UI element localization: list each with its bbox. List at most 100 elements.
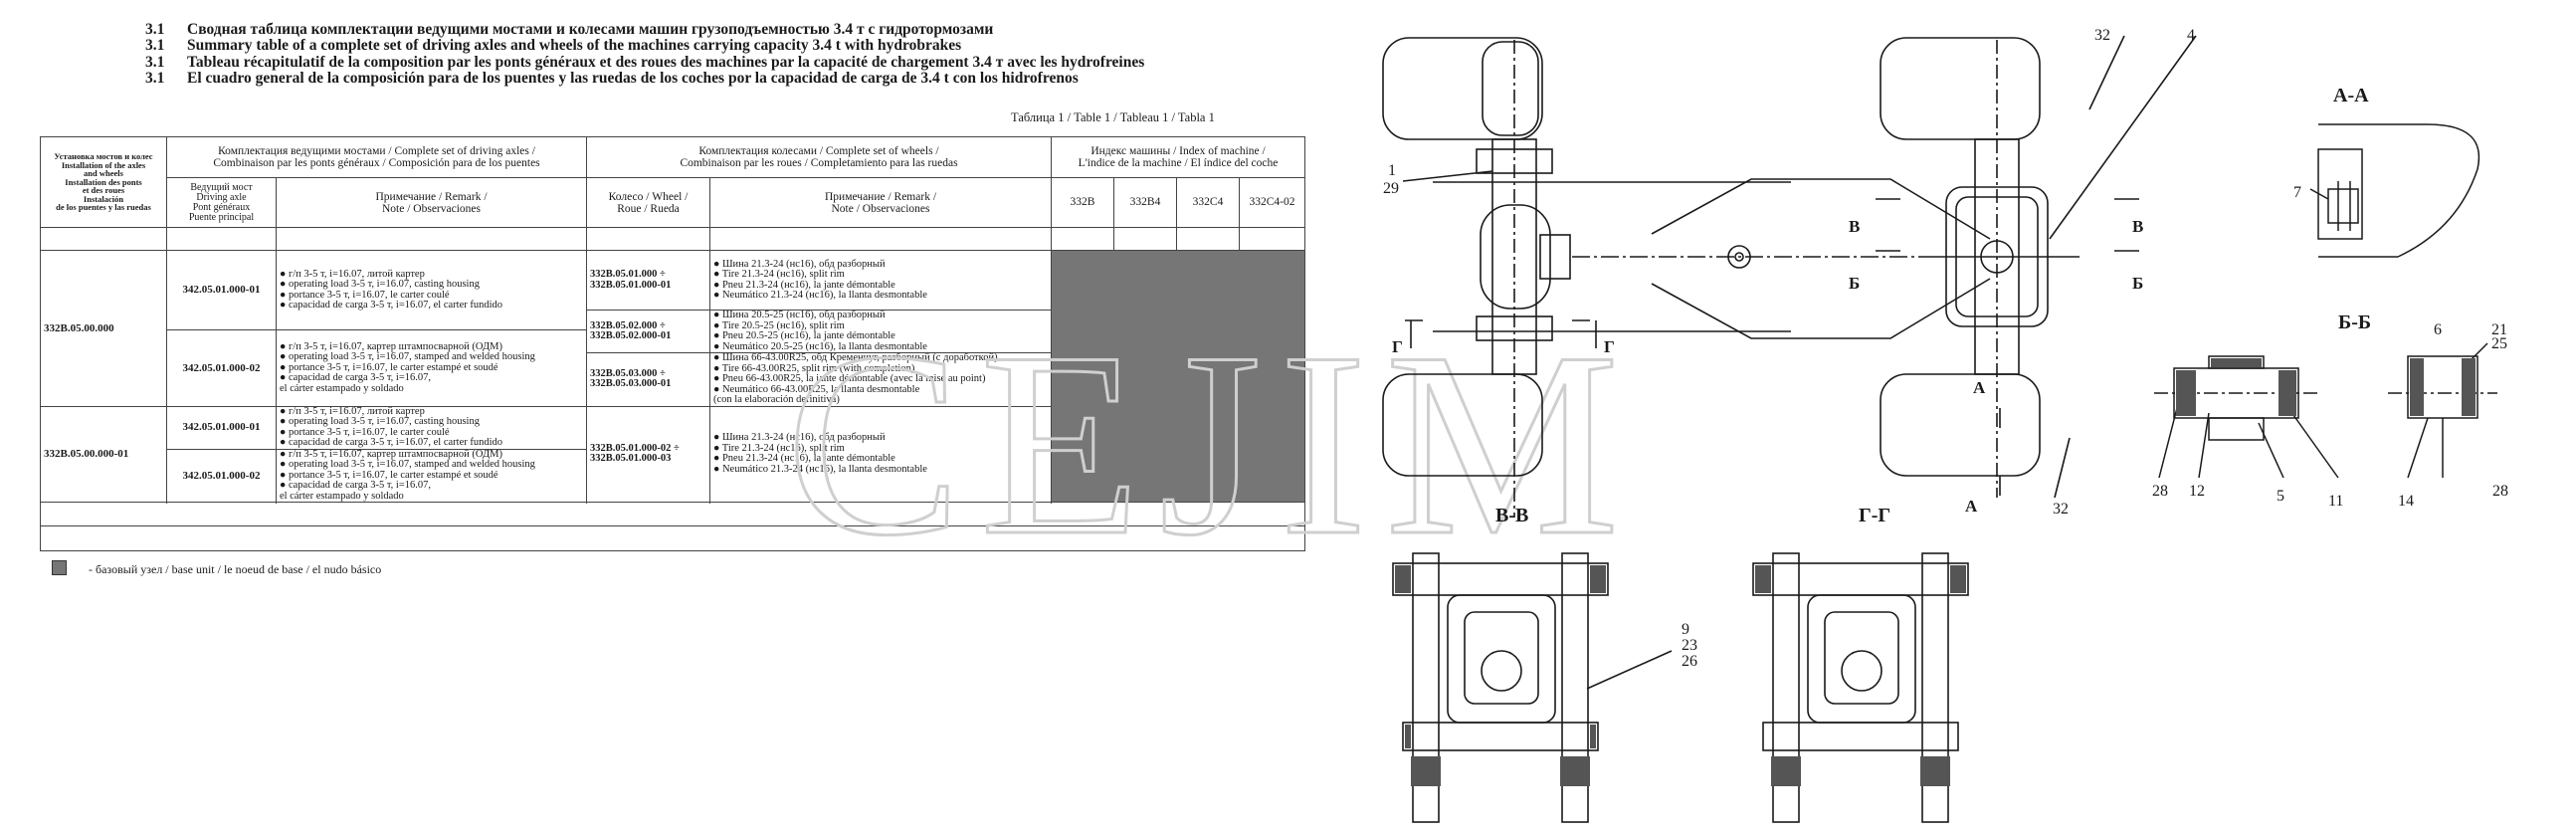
note-line: ● Шина 21.3-24 (нс16), обд разборный	[713, 432, 886, 444]
note-line: ● operating load 3-5 т, i=16.07, stamped…	[280, 351, 535, 362]
wheel-code: 332B.05.01.000-02 ÷ 332B.05.01.000-03	[586, 405, 710, 503]
note-line: ● г/п 3-5 т, i=16.07, литой картер	[280, 268, 425, 280]
hdr-line: Instalación	[83, 193, 124, 204]
header-row-2: Ведущий мост Driving axle Pont généraux …	[41, 177, 1306, 228]
note-line: ● portance 3-5 т, i=16.07, le carter est…	[280, 361, 498, 373]
callout: 1	[1388, 162, 1396, 179]
machine-332b: 332B	[1051, 177, 1115, 228]
callout: 5	[2277, 488, 2284, 505]
composition-table: Установка мостов и колес Installation of…	[39, 136, 1306, 551]
hatch	[2211, 358, 2262, 367]
callout: 29	[1383, 180, 1399, 197]
plate-bottom	[1402, 722, 1599, 751]
callout: 21	[2491, 321, 2507, 338]
callout: 32	[2053, 501, 2069, 518]
table-row: 342.05.01.000-02 ● г/п 3-5 т, i=16.07, к…	[41, 448, 1305, 503]
wheel-note: ● Шина 21.3-24 (нс16), обд разборный ● T…	[708, 250, 1053, 311]
table-row: 332B.05.00.000 342.05.01.000-01 ● г/п 3-…	[40, 250, 1306, 503]
callout: 6	[2434, 321, 2442, 338]
callout: 12	[2189, 483, 2205, 500]
note-line: ● Neumático 20.5-25 (нс16), la llanta de…	[713, 340, 927, 352]
tire-top-right	[1880, 37, 2041, 140]
hdr-line: L'indice de la machine / El índice del c…	[1078, 157, 1279, 169]
note-line: ● Neumático 21.3-24 (нс16), la llanta de…	[713, 463, 927, 475]
wheel-note: ● Шина 21.3-24 (нс16), обд разборный ● T…	[708, 405, 1053, 503]
note-line: ● portance 3-5 т, i=16.07, le carter est…	[280, 469, 498, 481]
axle-note: ● г/п 3-5 т, i=16.07, литой картер ● ope…	[276, 405, 587, 450]
hatch	[2410, 358, 2424, 416]
callout: 23	[1682, 637, 1697, 654]
note-line: ● Tire 21.3-24 (нс16), split rim	[713, 442, 845, 454]
tire-bottom-right	[1880, 373, 2041, 477]
drawing-labels: А-А Б-Б В-В Г-Г Г Г В В Б Б А А	[1392, 85, 2371, 526]
tire-bottom-left	[1382, 373, 1543, 477]
label-v-v: В-В	[1495, 505, 1528, 526]
stud-left	[1772, 552, 1800, 823]
hdr-line: Комплектация ведущими мостами / Complete…	[218, 145, 535, 157]
axle-hole	[1841, 650, 1882, 692]
housing-outline	[2318, 123, 2480, 258]
hub-top-left	[1482, 41, 1539, 136]
axle-note: ● г/п 3-5 т, i=16.07, картер штампосварн…	[276, 448, 587, 503]
callout: 7	[2293, 184, 2301, 201]
hdr-line: Установка мостов и колес	[54, 151, 153, 162]
install-code: 332B.05.00.000-01	[40, 405, 167, 503]
clamp-bottom	[1476, 315, 1553, 341]
plate-top	[1752, 562, 1969, 596]
nut	[1920, 756, 1950, 786]
axle-box-inner	[1824, 611, 1899, 705]
cut-b-right: Б	[2132, 274, 2143, 293]
note-line: ● Tire 66-43.00R25, split rim (with comp…	[713, 362, 915, 374]
callout: 11	[2328, 493, 2343, 510]
note-line: el cárter estampado y soldado	[280, 382, 404, 394]
hdr-line: et des roues	[82, 185, 125, 196]
note-line: ● Neumático 66-43.00R25, la llanta desmo…	[713, 383, 920, 395]
hdr-line: Pont généraux	[192, 201, 251, 213]
hdr-line: Примечание / Remark /	[375, 190, 488, 203]
cut-g-left: Г	[1392, 337, 1403, 356]
wheel-note: ● Шина 20.5-25 (нс16), обд разборный ● T…	[708, 310, 1053, 353]
table-row: 332B.05.00.000-01 342.05.01.000-01 ● г/п…	[40, 405, 1305, 503]
machine-332b4: 332B4	[1113, 177, 1178, 228]
note-line: ● capacidad de carga 3-5 т, i=16.07,	[280, 480, 432, 491]
clamp-top	[1476, 148, 1553, 174]
axle-note: ● г/п 3-5 т, i=16.07, картер штампосварн…	[276, 329, 587, 407]
code-line: 332B.05.01.000-03	[590, 453, 672, 465]
hdr-line: Roue / Rueda	[617, 202, 680, 215]
tire-top-left	[1382, 37, 1543, 140]
legend-text: - базовый узел / base unit / le noeud de…	[89, 562, 382, 576]
spacer-row	[39, 502, 1306, 526]
note-line: ● operating load 3-5 т, i=16.07, casting…	[280, 279, 480, 290]
leader-line	[2158, 407, 2178, 479]
installation-header: Установка мостов и колес Installation of…	[40, 136, 167, 228]
hdr-line: Combinaison par les ponts généraux / Com…	[213, 157, 540, 169]
axle-set-header: Комплектация ведущими мостами / Complete…	[166, 136, 587, 178]
hdr-line: Puente principal	[188, 211, 255, 223]
axle-box	[1447, 594, 1556, 724]
leader-line	[1586, 650, 1673, 690]
code-line: 332B.05.01.000-02 ÷	[590, 442, 680, 454]
leader-line	[2407, 417, 2429, 479]
leader-line	[2088, 35, 2125, 110]
note-line: ● capacidad de carga 3-5 т, i=16.07, el …	[280, 300, 503, 311]
leader-line	[1402, 170, 1493, 182]
note-line: ● portance 3-5 т, i=16.07, le carter cou…	[280, 426, 450, 438]
housing-wall	[2317, 148, 2363, 240]
note-line: ● г/п 3-5 т, i=16.07, литой картер	[280, 406, 425, 417]
frame-diagonal	[1651, 278, 1991, 339]
table-row: 342.05.01.000-02 ● г/п 3-5 т, i=16.07, к…	[41, 329, 1305, 407]
code-line: 332B.05.02.000-01	[590, 330, 672, 341]
wheel-remark-header: Примечание / Remark / Note / Observacion…	[708, 177, 1053, 228]
cap-top	[2208, 355, 2265, 369]
section-b-b	[2154, 342, 2497, 479]
leader-line	[2198, 412, 2210, 479]
pivot-pin-center	[1734, 252, 1744, 262]
v-v-hatching	[1395, 565, 1606, 786]
note-line: ● Tire 21.3-24 (нс16), split rim	[713, 269, 845, 280]
plan-view	[1382, 35, 2197, 518]
b-b-hatching	[2176, 358, 2476, 416]
